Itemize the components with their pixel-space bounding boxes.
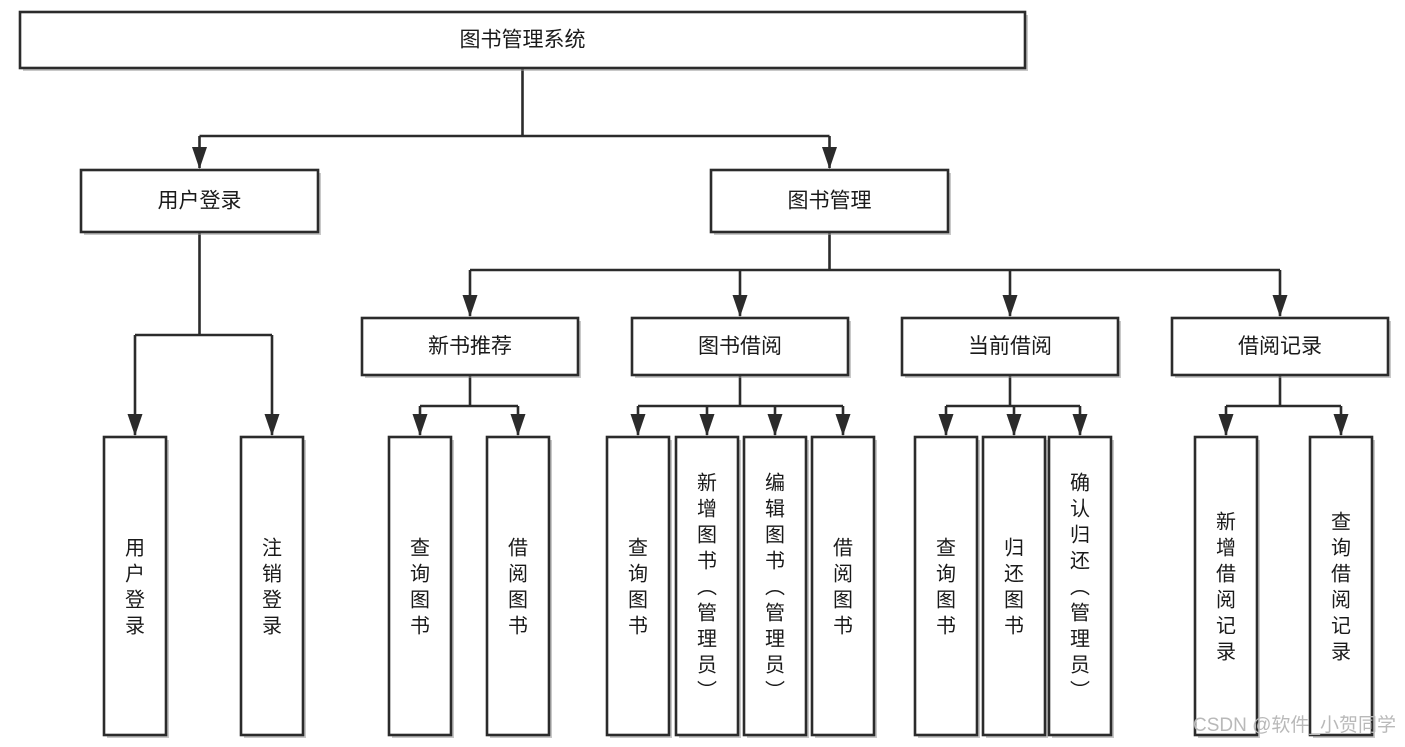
node-label: 用户登录 — [158, 190, 242, 213]
level2-node-用户登录[interactable]: 用户登录 — [79, 168, 321, 235]
node-label: 归还图书 — [1004, 536, 1024, 637]
leaf-node-当前借阅-确认归还管理员[interactable]: 确认归还︵管理员︶ — [1047, 435, 1114, 738]
node-box — [239, 435, 305, 737]
node-label: 图书管理 — [788, 190, 872, 213]
level3-node-当前借阅[interactable]: 当前借阅 — [900, 316, 1121, 378]
level3-node-借阅记录[interactable]: 借阅记录 — [1170, 316, 1391, 378]
node-box — [709, 168, 950, 234]
node-label: 借阅图书 — [833, 536, 853, 637]
node-box — [742, 435, 808, 737]
node-box — [360, 316, 580, 377]
connector-arrowhead — [822, 147, 837, 169]
node-box — [913, 435, 979, 737]
leaf-node-借阅记录-查询借阅记录[interactable]: 查询借阅记录 — [1308, 435, 1375, 738]
node-box — [1047, 435, 1113, 737]
level3-node-新书推荐[interactable]: 新书推荐 — [360, 316, 581, 378]
node-label: 注销登录 — [262, 536, 282, 637]
node-label: 借阅记录 — [1238, 335, 1322, 358]
connector-arrowhead — [510, 414, 526, 436]
leaf-node-图书借阅-查询图书[interactable]: 查询图书 — [605, 435, 672, 738]
node-box — [18, 10, 1027, 70]
node-label: 借阅图书 — [508, 536, 528, 637]
node-box — [102, 435, 168, 737]
node-label: 当前借阅 — [968, 335, 1052, 358]
node-label: 新增图书︵管理员︶ — [697, 471, 717, 702]
level2-node-图书管理[interactable]: 图书管理 — [709, 168, 951, 235]
node-label: 编辑图书︵管理员︶ — [765, 471, 785, 702]
node-box — [1193, 435, 1259, 737]
node-box — [630, 316, 850, 377]
node-box — [79, 168, 320, 234]
connector-arrowhead — [1072, 414, 1088, 436]
connector-arrowhead — [938, 414, 954, 436]
node-box — [674, 435, 740, 737]
leaf-node-当前借阅-归还图书[interactable]: 归还图书 — [981, 435, 1048, 738]
node-label: 图书管理系统 — [460, 29, 586, 52]
level3-node-图书借阅[interactable]: 图书借阅 — [630, 316, 851, 378]
root-node-图书管理系统[interactable]: 图书管理系统 — [18, 10, 1028, 71]
connector-arrowhead — [835, 414, 851, 436]
connector-arrowhead — [1218, 414, 1234, 436]
connector-arrowhead — [630, 414, 646, 436]
leaf-node-图书借阅-新增图书管理员[interactable]: 新增图书︵管理员︶ — [674, 435, 741, 738]
connector-arrowhead — [1272, 295, 1288, 317]
node-box — [1308, 435, 1374, 737]
node-box — [485, 435, 551, 737]
connector-arrowhead — [1006, 414, 1022, 436]
leaf-node-用户登录-用户登录[interactable]: 用户登录 — [102, 435, 169, 738]
node-box — [605, 435, 671, 737]
connector-arrowhead — [264, 414, 280, 436]
node-box — [1170, 316, 1390, 377]
node-label: 确认归还︵管理员︶ — [1070, 471, 1090, 702]
node-box — [981, 435, 1047, 737]
leaf-node-图书借阅-编辑图书管理员[interactable]: 编辑图书︵管理员︶ — [742, 435, 809, 738]
node-box — [900, 316, 1120, 377]
leaf-node-新书推荐-查询图书[interactable]: 查询图书 — [387, 435, 454, 738]
connector-arrowhead — [127, 414, 143, 436]
connector-arrowhead — [699, 414, 715, 436]
connector-arrowhead — [412, 414, 428, 436]
connector-arrowhead — [1333, 414, 1349, 436]
connector-arrowhead — [192, 147, 207, 169]
leaf-node-借阅记录-新增借阅记录[interactable]: 新增借阅记录 — [1193, 435, 1260, 738]
leaf-node-图书借阅-借阅图书[interactable]: 借阅图书 — [810, 435, 877, 738]
csdn-watermark: CSDN @软件_小贺同学 — [1193, 714, 1396, 736]
node-label: 新增借阅记录 — [1216, 510, 1236, 663]
node-label: 图书借阅 — [698, 335, 782, 358]
connector-layer — [127, 68, 1349, 436]
node-label: 用户登录 — [125, 537, 145, 637]
node-label: 新书推荐 — [428, 335, 512, 358]
node-box — [810, 435, 876, 737]
connector-arrowhead — [767, 414, 783, 436]
leaf-node-用户登录-注销登录[interactable]: 注销登录 — [239, 435, 306, 738]
node-label: 查询图书 — [936, 536, 956, 637]
leaf-node-新书推荐-借阅图书[interactable]: 借阅图书 — [485, 435, 552, 738]
node-label: 查询图书 — [410, 536, 430, 637]
node-label: 查询借阅记录 — [1331, 510, 1351, 663]
leaf-node-当前借阅-查询图书[interactable]: 查询图书 — [913, 435, 980, 738]
connector-arrowhead — [732, 295, 748, 317]
node-box — [387, 435, 453, 737]
connector-arrowhead — [1002, 295, 1018, 317]
connector-arrowhead — [462, 295, 478, 317]
node-layer: 图书管理系统用户登录图书管理新书推荐图书借阅当前借阅借阅记录用户登录注销登录查询… — [18, 10, 1391, 738]
node-label: 查询图书 — [628, 536, 648, 637]
